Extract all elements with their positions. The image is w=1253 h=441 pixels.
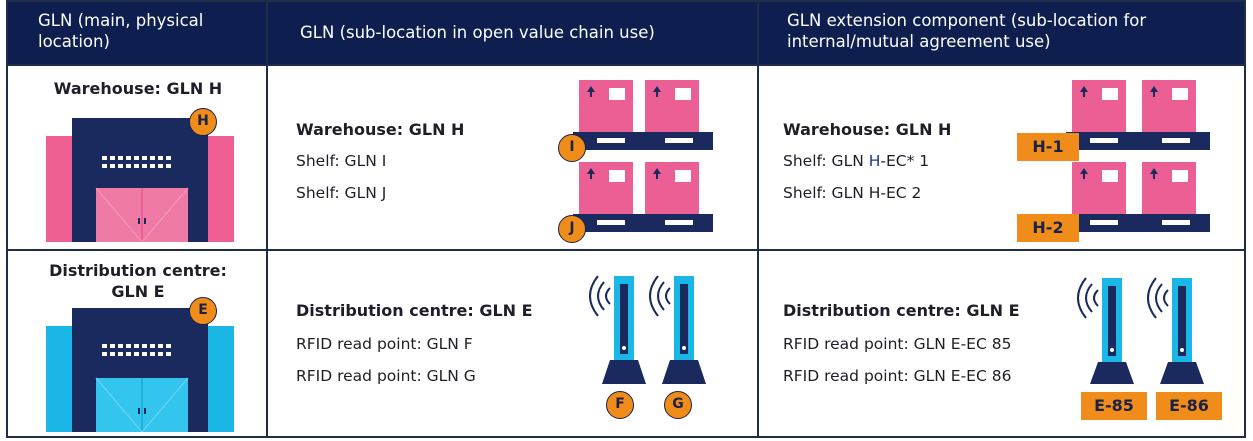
column-divider <box>757 2 759 438</box>
tag-e-85: E-85 <box>1081 392 1147 420</box>
badge-g: G <box>664 391 692 419</box>
gln-table: GLN (main, physical location) GLN (sub-l… <box>6 0 1246 438</box>
ext-rfid-86-label: RFID read point: GLN E-EC 86 <box>783 367 1011 385</box>
open-shelf-i-label: Shelf: GLN I <box>296 152 386 170</box>
header-main-location-line2: location) <box>38 31 266 52</box>
row-divider <box>8 249 1244 251</box>
ext-warehouse-title: Warehouse: GLN H <box>783 120 951 139</box>
badge-h: H <box>189 108 217 136</box>
open-rfid-g-label: RFID read point: GLN G <box>296 367 476 385</box>
ext-dc-title: Distribution centre: GLN E <box>783 301 1020 320</box>
tag-h-1: H-1 <box>1017 133 1079 161</box>
distribution-centre-title: Distribution centre: GLN E <box>28 260 248 302</box>
tag-e-86: E-86 <box>1156 392 1222 420</box>
rfid-readers-icon <box>580 270 710 390</box>
header-extension-line1: GLN extension component (sub-location fo… <box>787 10 1244 31</box>
header-main-location-line1: GLN (main, physical <box>38 10 266 31</box>
badge-i: I <box>558 134 586 162</box>
ext-shelf-1-label: Shelf: GLN H-EC* 1 <box>783 152 929 170</box>
header-open-value-chain: GLN (sub-location in open value chain us… <box>266 2 757 64</box>
ext-shelf-1-highlight: H <box>869 152 881 170</box>
badge-j: J <box>558 215 586 243</box>
ext-rfid-85-label: RFID read point: GLN E-EC 85 <box>783 335 1011 353</box>
header-main-location: GLN (main, physical location) <box>8 2 266 64</box>
badge-e: E <box>189 297 217 325</box>
header-extension-component: GLN extension component (sub-location fo… <box>757 2 1244 64</box>
distribution-centre-title-line2: GLN E <box>28 281 248 302</box>
shelves-pallets-icon <box>573 80 723 240</box>
open-warehouse-title: Warehouse: GLN H <box>296 120 464 139</box>
badge-f: F <box>606 391 634 419</box>
column-divider <box>266 2 268 438</box>
open-rfid-f-label: RFID read point: GLN F <box>296 335 473 353</box>
ext-shelf-2-label: Shelf: GLN H-EC 2 <box>783 184 921 202</box>
ext-shelf-1-prefix: Shelf: GLN <box>783 152 869 170</box>
row-divider <box>8 64 1244 66</box>
ext-shelf-1-suffix: -EC* 1 <box>880 152 929 170</box>
open-shelf-j-label: Shelf: GLN J <box>296 184 386 202</box>
rfid-readers-icon-ext <box>1068 272 1218 392</box>
tag-h-2: H-2 <box>1017 214 1079 242</box>
open-dc-title: Distribution centre: GLN E <box>296 301 533 320</box>
shelves-pallets-icon-ext <box>1066 80 1226 240</box>
distribution-centre-title-line1: Distribution centre: <box>28 260 248 281</box>
warehouse-title: Warehouse: GLN H <box>38 78 238 99</box>
header-extension-line2: internal/mutual agreement use) <box>787 31 1244 52</box>
